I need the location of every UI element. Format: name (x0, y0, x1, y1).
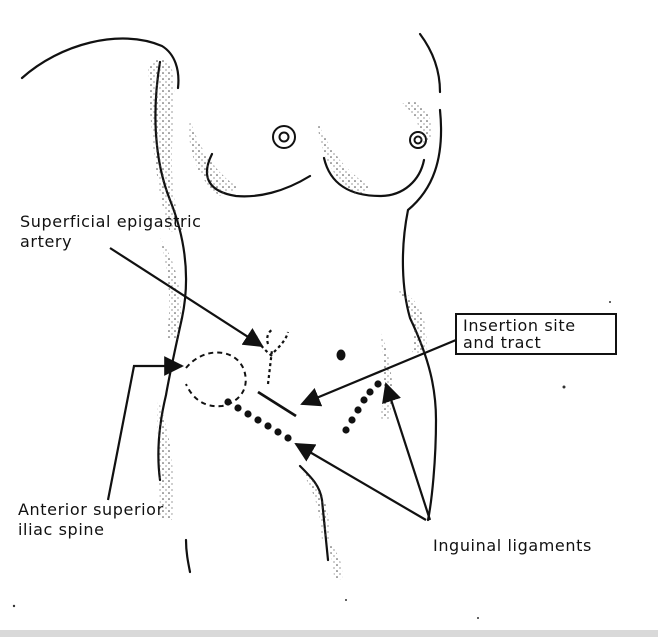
inguinal-leader-arrow-left (294, 443, 427, 521)
label-line: iliac spine (18, 520, 105, 539)
epigastric-artery-branches (254, 329, 290, 385)
label-insertion-site-box: Insertion site and tract (455, 313, 617, 355)
right-flank-line (401, 108, 443, 522)
right-shoulder-line (418, 32, 442, 94)
leader-lines (106, 247, 457, 521)
label-line: Inguinal ligaments (433, 536, 592, 555)
stipple-shading (148, 58, 432, 580)
epigastric-leader-arrow (109, 247, 264, 348)
iliac-spine-outline (185, 351, 247, 408)
navel (336, 349, 346, 361)
asis-leader-arrow (106, 356, 184, 501)
label-line: artery (20, 232, 73, 251)
inguinal-leader-arrow-right (382, 382, 432, 521)
label-superficial-epigastric-artery: Superficial epigastric artery (20, 212, 202, 252)
label-line: and tract (463, 333, 542, 352)
scan-bottom-edge (0, 630, 658, 637)
left-nipple (272, 125, 296, 149)
right-breast-line (322, 156, 426, 198)
inguinal-ligament-right (342, 380, 382, 434)
label-line: Insertion site (463, 316, 576, 335)
label-inguinal-ligaments: Inguinal ligaments (433, 536, 592, 556)
inguinal-ligament-left (224, 398, 292, 442)
label-anterior-superior-iliac-spine: Anterior superior iliac spine (18, 500, 164, 540)
left-thigh-line (184, 538, 192, 574)
left-shoulder-line (20, 37, 180, 90)
insertion-leader-arrow (300, 338, 457, 407)
scan-specks (12, 301, 611, 619)
label-line: Anterior superior (18, 500, 164, 519)
insertion-site-mark (257, 390, 297, 418)
label-line: Superficial epigastric (20, 212, 202, 231)
